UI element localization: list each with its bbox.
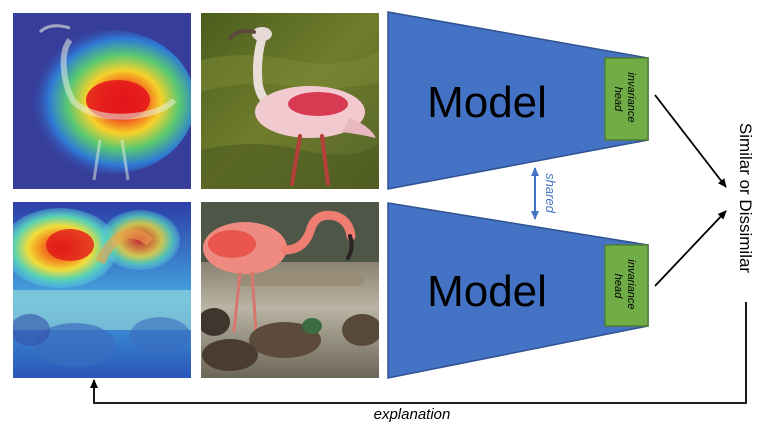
model-label: Model — [427, 78, 547, 127]
invariance-head-label: invariance head — [612, 259, 637, 312]
model-block-top: Model invariance head — [387, 11, 649, 190]
spoonbill-photo — [201, 13, 379, 189]
invariance-head — [604, 57, 649, 141]
model-block-bottom: Model invariance head — [387, 202, 649, 379]
shared-label: shared — [543, 173, 558, 214]
invariance-head — [604, 244, 649, 327]
invariance-head-line2: head — [612, 274, 624, 299]
output-label: Similar or Dissimilar — [736, 123, 755, 274]
invariance-head-label: invariance head — [612, 72, 637, 125]
explanation-label: explanation — [374, 406, 451, 423]
arrow-bottom-to-output — [654, 210, 727, 287]
invariance-head-line1: invariance — [625, 72, 637, 122]
invariance-head-line1: invariance — [625, 259, 637, 309]
invariance-head-line2: head — [612, 87, 624, 112]
explanation-arrow — [90, 302, 747, 404]
spoonbill-saliency-heatmap — [13, 13, 191, 189]
model-label: Model — [427, 267, 547, 316]
arrow-top-to-output — [654, 94, 727, 188]
flamingo-saliency-heatmap — [13, 202, 191, 378]
flamingo-photo — [201, 202, 379, 378]
